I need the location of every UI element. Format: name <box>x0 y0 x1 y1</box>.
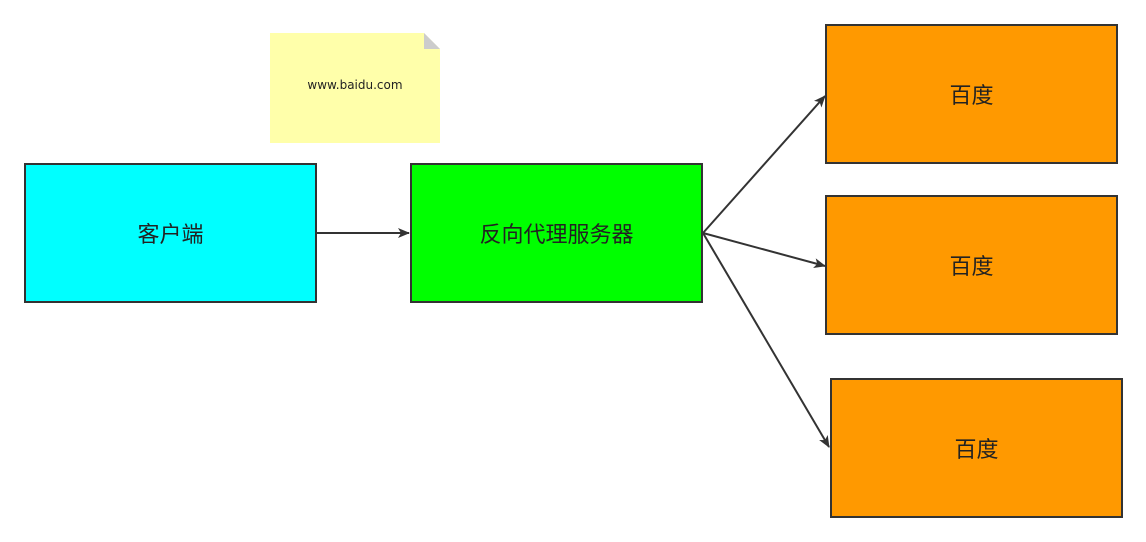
server-2-label: 百度 <box>949 255 994 280</box>
client-node[interactable]: 客户端 <box>24 163 317 303</box>
edge-proxy-to-server3 <box>702 232 830 448</box>
edge-proxy-to-server2 <box>702 232 826 268</box>
server-node-2[interactable]: 百度 <box>825 195 1118 335</box>
sticky-note[interactable]: www.baidu.com <box>270 33 440 143</box>
server-node-1[interactable]: 百度 <box>825 24 1118 164</box>
client-label: 客户端 <box>137 223 204 248</box>
server-node-3[interactable]: 百度 <box>830 378 1123 518</box>
edge-proxy-to-server1 <box>702 95 826 234</box>
server-3-label: 百度 <box>954 438 999 463</box>
note-shape <box>270 33 440 143</box>
reverse-proxy-node[interactable]: 反向代理服务器 <box>410 163 703 303</box>
note-text: www.baidu.com <box>307 78 403 92</box>
server-1-label: 百度 <box>949 84 994 109</box>
reverse-proxy-label: 反向代理服务器 <box>479 223 634 248</box>
